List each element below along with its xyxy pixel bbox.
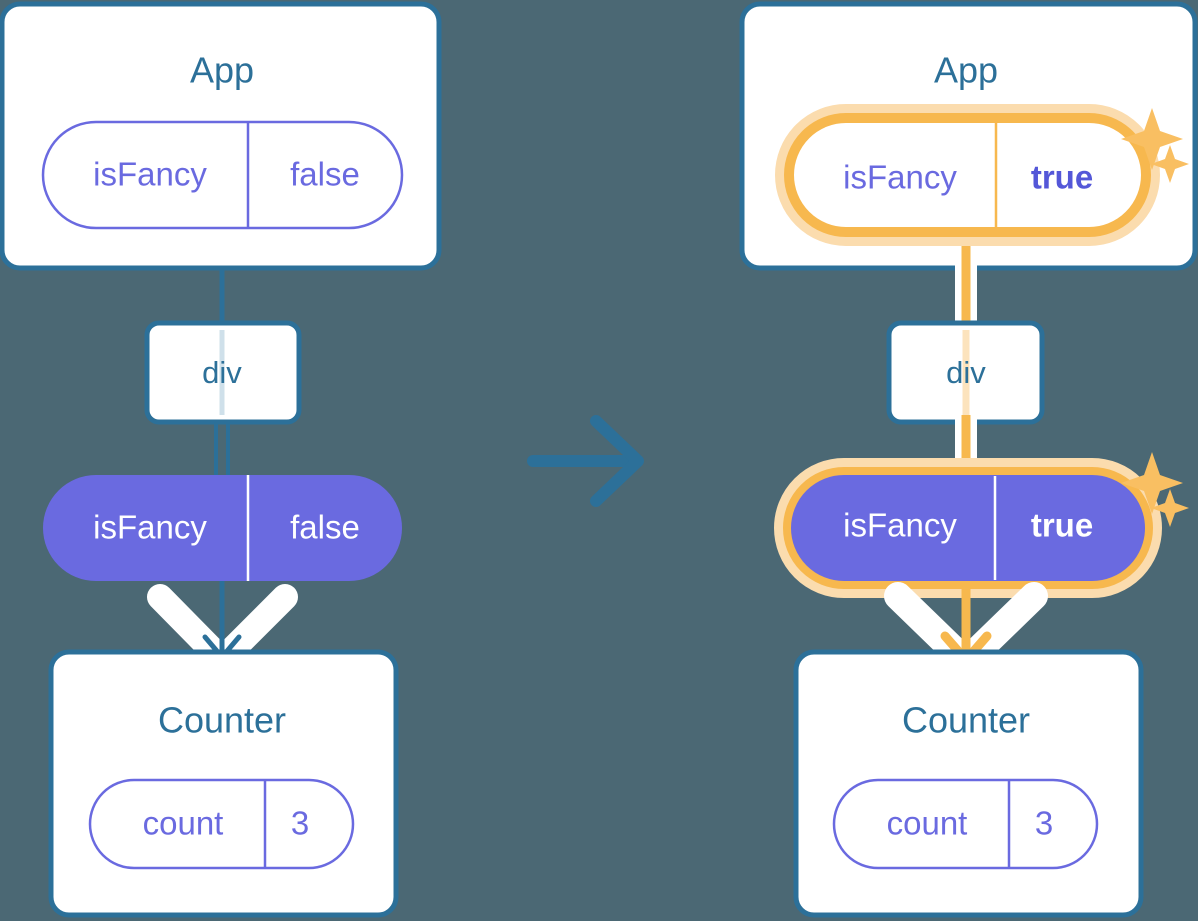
app-state-pill-name: isFancy bbox=[843, 159, 957, 196]
app-state-pill-value: false bbox=[290, 156, 360, 193]
prop-pill-value: true bbox=[1031, 507, 1093, 544]
sparkle-group-app-pill bbox=[1121, 108, 1189, 183]
sparkle-icon bbox=[1121, 452, 1183, 514]
prop-pill-name: isFancy bbox=[843, 507, 957, 544]
app-box-title: App bbox=[190, 50, 254, 91]
sparkle-icon bbox=[1151, 489, 1189, 527]
prop-pill-before: isFancy false bbox=[43, 475, 402, 581]
panel-after: App isFancy true bbox=[739, 1, 1198, 918]
app-state-pill-value: true bbox=[1031, 159, 1093, 196]
counter-box-title: Counter bbox=[158, 700, 286, 741]
prop-pill-name: isFancy bbox=[93, 509, 207, 546]
sparkle-icon bbox=[1151, 145, 1189, 183]
counter-state-pill-value: 3 bbox=[1035, 805, 1053, 842]
app-box-title: App bbox=[934, 50, 998, 91]
app-state-pill-before: isFancy false bbox=[41, 120, 404, 230]
counter-state-pill-name: count bbox=[143, 805, 224, 842]
sparkle-icon bbox=[1121, 108, 1183, 170]
div-box-after: div bbox=[886, 320, 1045, 425]
counter-state-pill-after: count 3 bbox=[832, 778, 1099, 870]
transition-arrow bbox=[527, 415, 644, 507]
arrow-prop-to-counter-before bbox=[202, 581, 242, 660]
app-state-pill-after: isFancy true bbox=[775, 104, 1160, 246]
counter-state-pill-value: 3 bbox=[291, 805, 309, 842]
wire-div-to-prop-before bbox=[214, 422, 230, 482]
div-box-label: div bbox=[202, 355, 242, 390]
counter-box-title: Counter bbox=[902, 700, 1030, 741]
counter-state-pill-before: count 3 bbox=[88, 778, 355, 870]
div-box-label: div bbox=[946, 355, 986, 390]
counter-state-pill-name: count bbox=[887, 805, 968, 842]
panel-before: App isFancy false div bbox=[0, 1, 442, 918]
prop-pill-after: isFancy true bbox=[774, 458, 1162, 598]
app-state-pill-name: isFancy bbox=[93, 156, 207, 193]
div-box-before: div bbox=[144, 320, 302, 425]
sparkle-group-prop-pill bbox=[1121, 452, 1189, 527]
prop-pill-value: false bbox=[290, 509, 360, 546]
